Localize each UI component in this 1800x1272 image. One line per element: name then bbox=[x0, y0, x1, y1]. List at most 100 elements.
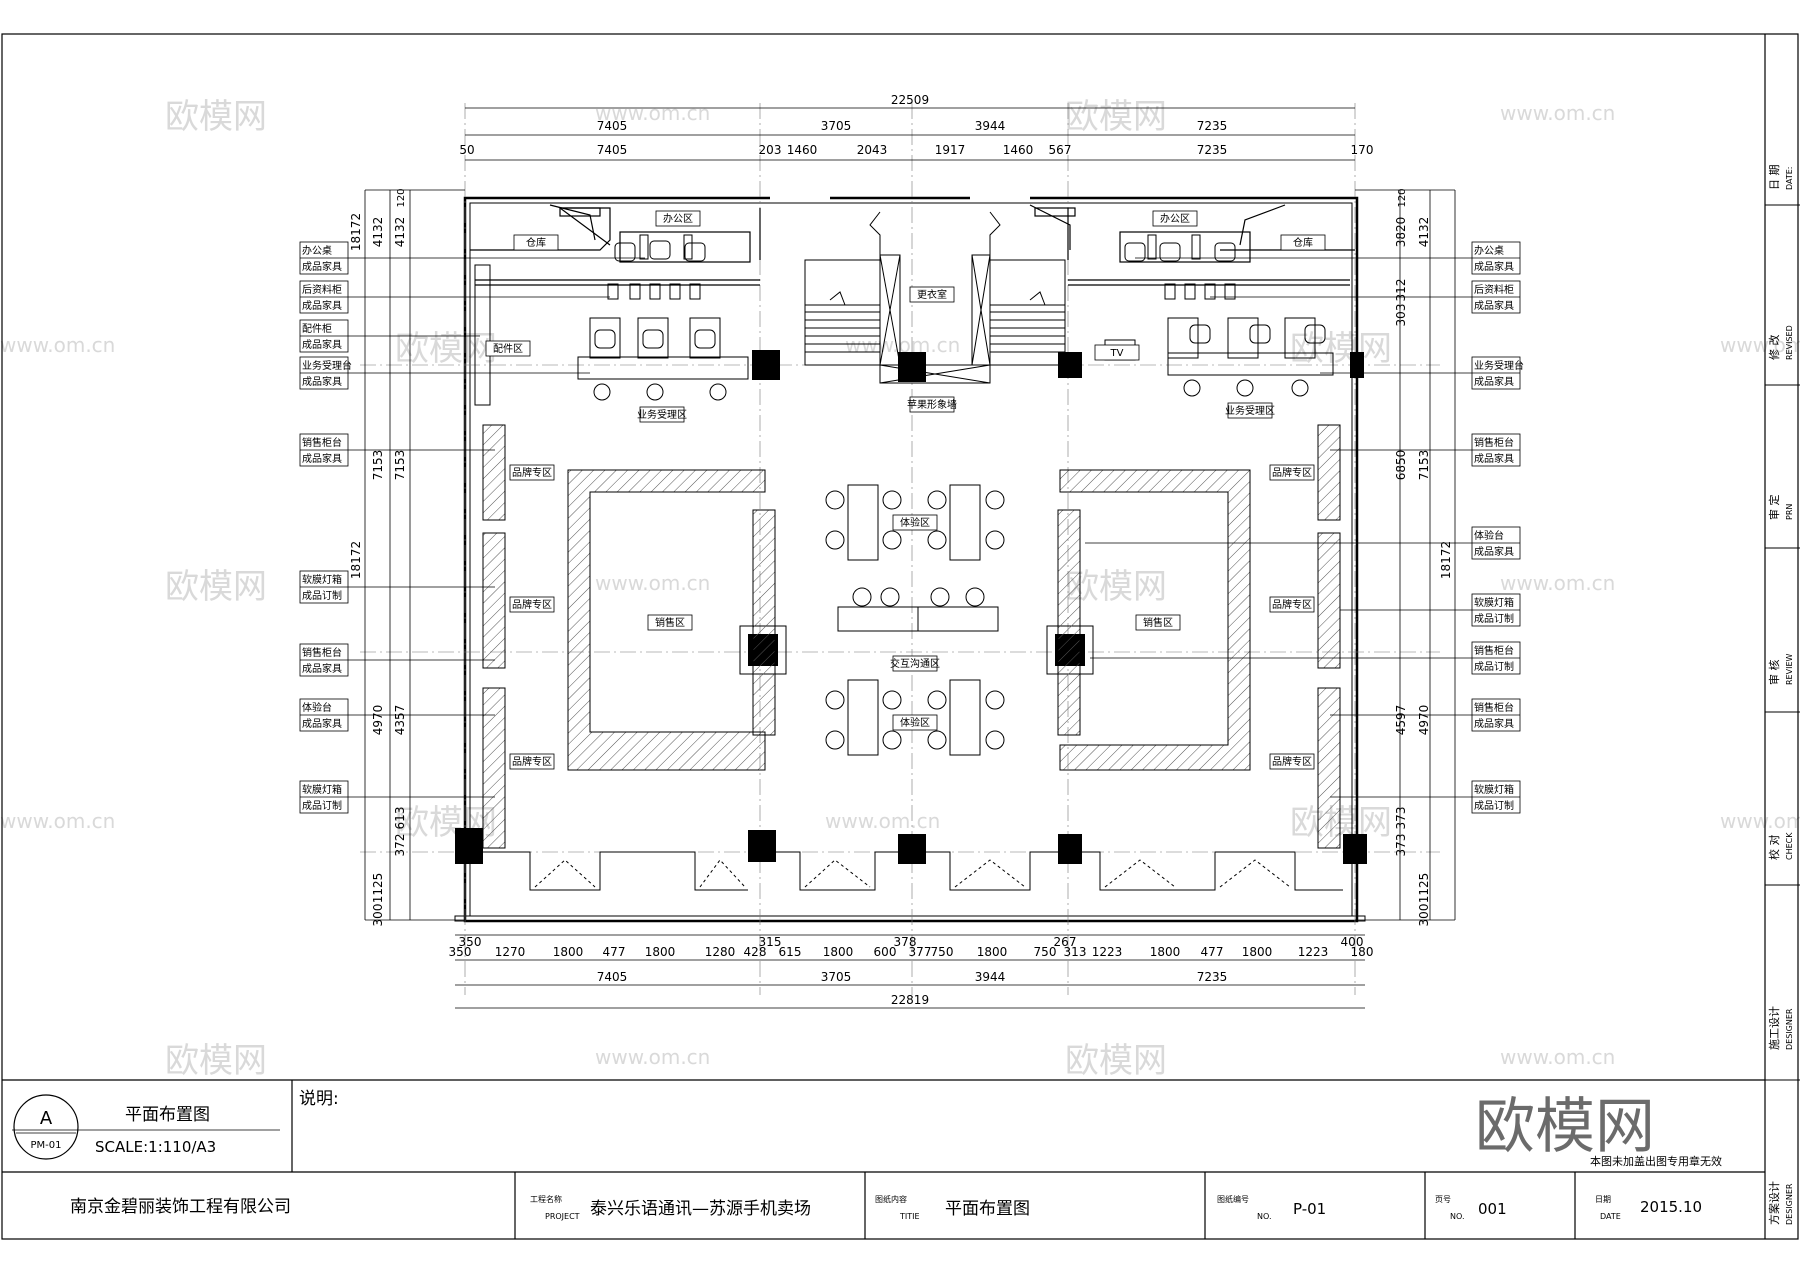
dim-right-inner: 6850 bbox=[1394, 450, 1408, 481]
watermark-layer: 欧模网 www.om.cn 欧模网 www.om.cn www.om.cn 欧模… bbox=[0, 97, 1800, 1081]
room-label-box bbox=[1227, 402, 1273, 419]
dim-bottom-row2: 750 bbox=[1034, 945, 1057, 959]
room-label-box bbox=[647, 614, 693, 631]
room-label-box bbox=[509, 753, 555, 770]
watermark-logo: 欧模网 bbox=[1065, 1041, 1167, 1081]
dim-bottom-row2: 615 bbox=[779, 945, 802, 959]
room-label-box bbox=[909, 286, 955, 303]
date-value: 2015.10 bbox=[1640, 1198, 1702, 1216]
callout-left-name: 销售柜台 bbox=[302, 646, 342, 659]
dim-top-row1: 7405 bbox=[597, 119, 628, 133]
strip-label-cn: 方案设计 bbox=[1767, 1181, 1781, 1225]
service-counters bbox=[474, 264, 1334, 406]
title-block bbox=[2, 1079, 1765, 1239]
dim-bottom-row1: 400 bbox=[1341, 935, 1364, 949]
title-circle-code: PM-01 bbox=[31, 1140, 62, 1151]
dim-left-inner: 7153 bbox=[393, 450, 407, 481]
callout-left-name: 业务受理台 bbox=[302, 359, 352, 372]
callout-left-name: 配件柜 bbox=[302, 322, 332, 335]
callout-right-name: 业务受理台 bbox=[1474, 359, 1524, 372]
callout-left-type: 成品家具 bbox=[302, 717, 342, 730]
dim-top-row1: 7235 bbox=[1197, 119, 1228, 133]
dim-bottom-row2: 428 bbox=[744, 945, 767, 959]
callout-left-type: 成品订制 bbox=[302, 799, 342, 812]
strip-label-en: DESIGNER bbox=[1785, 1183, 1794, 1225]
content-label-cn: 图纸内容 bbox=[875, 1194, 907, 1204]
dim-bottom-row2: 1800 bbox=[1242, 945, 1273, 959]
strip-label-cn: 校 对 bbox=[1767, 835, 1781, 861]
storefront-glazing bbox=[483, 851, 1343, 891]
callout-left-type: 成品家具 bbox=[302, 260, 342, 273]
dim-bottom-row2: 350 bbox=[449, 945, 472, 959]
dim-bottom-total: 22819 bbox=[891, 993, 929, 1007]
room-label-brand-r1: 品牌专区 bbox=[1272, 466, 1312, 479]
stamp-note: 本图未加盖出图专用章无效 bbox=[1590, 1154, 1722, 1168]
dim-left-top: 120 bbox=[396, 188, 407, 207]
callout-right-type: 成品家具 bbox=[1474, 717, 1514, 730]
room-label-box bbox=[1269, 464, 1315, 481]
dim-right-inner: 303 bbox=[1394, 304, 1408, 327]
watermark-url: www.om.cn bbox=[1720, 333, 1800, 357]
callout-left-type: 成品家具 bbox=[302, 299, 342, 312]
room-label-box bbox=[1152, 210, 1198, 227]
watermark-url: www.om.cn bbox=[1500, 1045, 1615, 1069]
callout-right-name: 软膜灯箱 bbox=[1474, 596, 1514, 609]
wall-display-cabinets bbox=[482, 424, 1341, 849]
dim-right-top: 120 bbox=[1397, 188, 1408, 207]
room-label-storage-l: 仓库 bbox=[526, 236, 546, 249]
dim-right-outer: 300 bbox=[1417, 904, 1431, 927]
watermark-url: www.om.cn bbox=[595, 1045, 710, 1069]
callout-left-type: 成品家具 bbox=[302, 452, 342, 465]
watermark-url: www.om.cn bbox=[1500, 571, 1615, 595]
title-circle-letter: A bbox=[40, 1108, 53, 1129]
drawing-no-label-en: NO. bbox=[1257, 1212, 1272, 1221]
room-label-box bbox=[1269, 753, 1315, 770]
dim-bottom-row2: 750 bbox=[931, 945, 954, 959]
callout-left-name: 软膜灯箱 bbox=[302, 783, 342, 796]
dim-top-row2: 203 bbox=[759, 143, 782, 157]
office-zones bbox=[470, 204, 1355, 286]
strip-label-cn: 审 核 bbox=[1767, 660, 1781, 686]
strip-label-en: REVISED bbox=[1785, 325, 1794, 360]
dim-bottom-row3: 3705 bbox=[821, 970, 852, 984]
callout-right-type: 成品家具 bbox=[1474, 452, 1514, 465]
room-label-interact: 交互沟通区 bbox=[890, 657, 940, 670]
content-value: 平面布置图 bbox=[945, 1199, 1030, 1219]
room-label-box bbox=[513, 234, 559, 251]
dim-bottom-row2: 1223 bbox=[1298, 945, 1329, 959]
dim-left-inner: 613 bbox=[393, 807, 407, 830]
room-label-service-r: 业务受理区 bbox=[1225, 404, 1275, 417]
drawing-title: 平面布置图 bbox=[125, 1105, 210, 1125]
project-value: 泰兴乐语通讯—苏源手机卖场 bbox=[590, 1199, 811, 1219]
room-label-exp-bottom: 体验区 bbox=[900, 716, 930, 729]
room-label-box bbox=[1135, 614, 1181, 631]
callout-right-name: 销售柜台 bbox=[1474, 701, 1514, 714]
room-label-brand-r3: 品牌专区 bbox=[1272, 755, 1312, 768]
room-label-box bbox=[892, 514, 938, 531]
room-label-box bbox=[655, 210, 701, 227]
callout-right-name: 销售柜台 bbox=[1474, 436, 1514, 449]
experience-tables bbox=[825, 484, 1005, 756]
room-label-box bbox=[639, 406, 685, 423]
room-label-office-l: 办公区 bbox=[663, 212, 693, 225]
dim-right-outer: 7153 bbox=[1417, 450, 1431, 481]
dim-left-inner: 4132 bbox=[393, 217, 407, 248]
room-label-box bbox=[1280, 234, 1326, 251]
room-label-brand-l3: 品牌专区 bbox=[512, 755, 552, 768]
dim-bottom-row3: 7235 bbox=[1197, 970, 1228, 984]
room-label-tv: TV bbox=[1110, 348, 1124, 359]
room-label-brand-r2: 品牌专区 bbox=[1272, 598, 1312, 611]
room-label-brand-l2: 品牌专区 bbox=[512, 598, 552, 611]
dim-left-outer: 4132 bbox=[371, 217, 385, 248]
dim-top-row2: 170 bbox=[1351, 143, 1374, 157]
dim-right-inner: 4597 bbox=[1394, 705, 1408, 736]
watermark-url: www.om.cn bbox=[1720, 809, 1800, 833]
dim-top-row2: 1460 bbox=[787, 143, 818, 157]
room-label-box bbox=[485, 340, 531, 357]
dim-right-inner: 312 bbox=[1394, 279, 1408, 302]
dim-bottom-row2: 1280 bbox=[705, 945, 736, 959]
watermark-url: www.om.cn bbox=[825, 809, 940, 833]
dim-right-overall: 18172 bbox=[1439, 541, 1453, 579]
